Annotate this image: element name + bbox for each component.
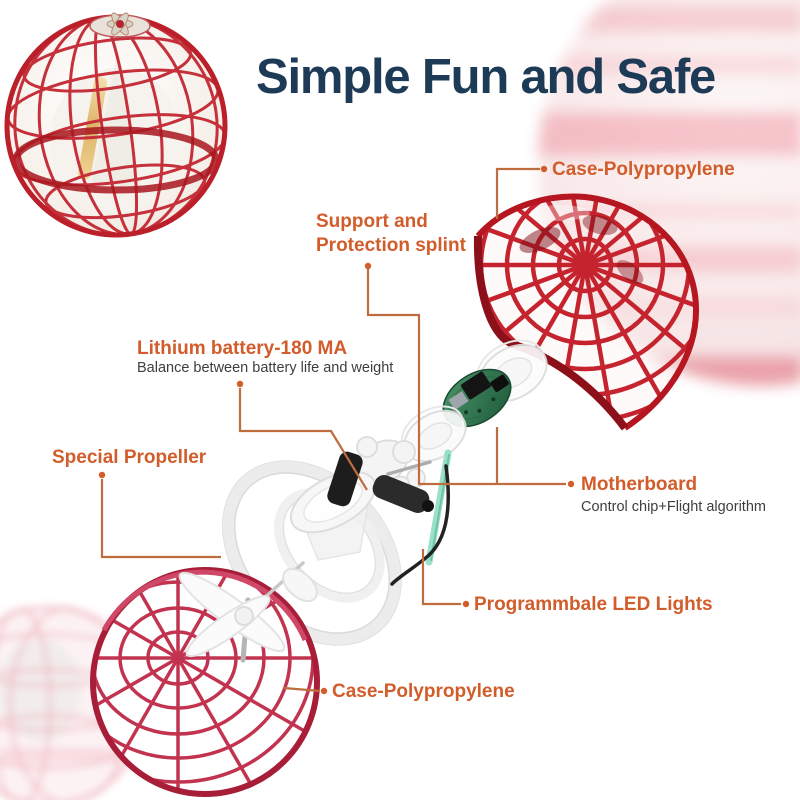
leader-case-bottom	[283, 686, 321, 693]
label-lithium-battery-sub: Balance between battery life and weight	[137, 360, 394, 376]
label-special-propeller: Special Propeller	[52, 447, 207, 468]
assembled-flying-ball	[4, 12, 228, 238]
leader-case-top	[495, 167, 540, 219]
label-motherboard: Motherboard	[581, 474, 698, 495]
page-title: Simple Fun and Safe	[256, 50, 716, 104]
label-support-splint: Support and Protection splint	[316, 211, 466, 256]
label-case-polypropylene-top: Case-Polypropylene	[552, 159, 735, 180]
leader-propeller	[100, 479, 221, 559]
connector-wire	[390, 464, 450, 586]
lithium-battery	[327, 451, 434, 513]
label-lithium-battery: Lithium battery-180 MA	[137, 338, 348, 359]
label-motherboard-sub: Control chip+Flight algorithm	[581, 499, 766, 515]
label-case-polypropylene-bottom: Case-Polypropylene	[332, 681, 515, 702]
leader-support-splint	[366, 268, 566, 486]
label-led-lights: Programmbale LED Lights	[474, 594, 713, 615]
leader-lithium	[238, 388, 368, 491]
ball-propeller-hub	[89, 12, 151, 38]
leader-led	[421, 549, 461, 606]
leader-lines	[98, 165, 575, 695]
special-propeller-blades	[178, 561, 318, 663]
